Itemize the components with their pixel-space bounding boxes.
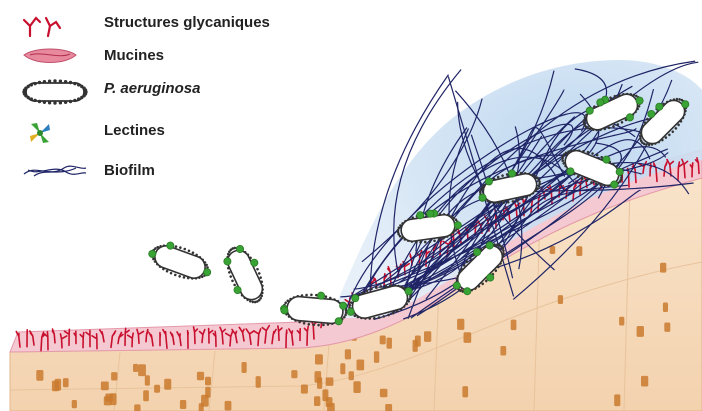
cell-nucleus [413,340,418,352]
cell-nucleus [205,377,211,386]
cell-nucleus [511,320,517,331]
cell-nucleus [133,364,138,372]
cell-nucleus [134,404,140,411]
mucin-icon [20,45,80,67]
lectin [339,302,347,310]
cell-nucleus [205,387,210,398]
legend-label-bacteria: P. aeruginosa [104,80,200,97]
cell-nucleus [225,401,232,411]
cell-nucleus [660,263,666,273]
bacterium [217,240,274,310]
legend-item-mucin: Mucines [0,45,330,69]
cell-nucleus [464,332,472,343]
cell-nucleus [36,370,43,381]
glycan-branch [188,331,189,349]
cell-nucleus [314,396,320,406]
bacterium [144,236,216,287]
cell-nucleus [327,403,335,411]
cell-nucleus [357,360,365,371]
cell-nucleus [101,382,109,391]
legend-label-biofilm: Biofilm [104,162,155,179]
cell-nucleus [424,331,431,342]
cell-nucleus [340,363,345,374]
cell-nucleus [164,379,171,390]
cell-nucleus [315,371,322,383]
cell-nucleus [199,403,204,411]
cell-nucleus [353,381,360,393]
cell-nucleus [63,378,69,387]
cell-nucleus [154,385,160,393]
cell-nucleus [301,385,308,394]
cell-nucleus [72,400,77,408]
cell-nucleus [663,303,668,313]
cell-nucleus [385,404,392,411]
glycan-structure-icon [20,12,66,38]
cell-nucleus [641,376,648,387]
glycan-branch [286,330,287,347]
cell-nucleus [197,372,204,381]
lectin [317,292,325,300]
cell-nucleus [256,376,261,388]
cell-nucleus [380,336,386,345]
legend-item-glycan: Structures glycaniques [0,12,330,36]
cell-nucleus [462,386,468,397]
legend-label-mucin: Mucines [104,47,164,64]
cell-nucleus [457,319,464,330]
cell-nucleus [664,323,670,332]
cell-nucleus [180,400,186,409]
cell-nucleus [380,389,388,398]
cell-nucleus [345,349,351,359]
legend-label-glycan: Structures glycaniques [104,14,270,31]
cell-nucleus [291,370,297,378]
cell-nucleus [322,389,328,401]
cell-nucleus [637,326,644,337]
legend-item-lectin: Lectines [0,120,330,144]
cell-nucleus [558,295,563,304]
legend-item-biofilm: Biofilm [0,160,330,184]
cell-nucleus [110,393,117,405]
biofilm-icon [20,160,90,182]
lectin-icon [20,120,60,146]
cell-nucleus [138,364,146,376]
cell-nucleus [500,346,506,355]
lectin [281,306,289,314]
cell-nucleus [576,246,582,256]
cell-nucleus [614,394,620,406]
legend-label-lectin: Lectines [104,122,165,139]
cell-nucleus [143,390,149,401]
cell-nucleus [242,362,247,373]
cell-nucleus [374,351,379,363]
lectin [335,317,343,325]
cell-nucleus [315,354,323,364]
bacterium-icon [20,78,90,106]
cell-nucleus [387,338,392,349]
cell-nucleus [326,377,334,385]
legend-item-bacteria: P. aeruginosa [0,78,330,102]
cell-nucleus [55,379,61,391]
cell-nucleus [145,375,150,385]
cell-nucleus [619,317,624,326]
cell-nucleus [111,372,117,380]
cell-nucleus [550,246,555,254]
cell-nucleus [349,371,354,380]
